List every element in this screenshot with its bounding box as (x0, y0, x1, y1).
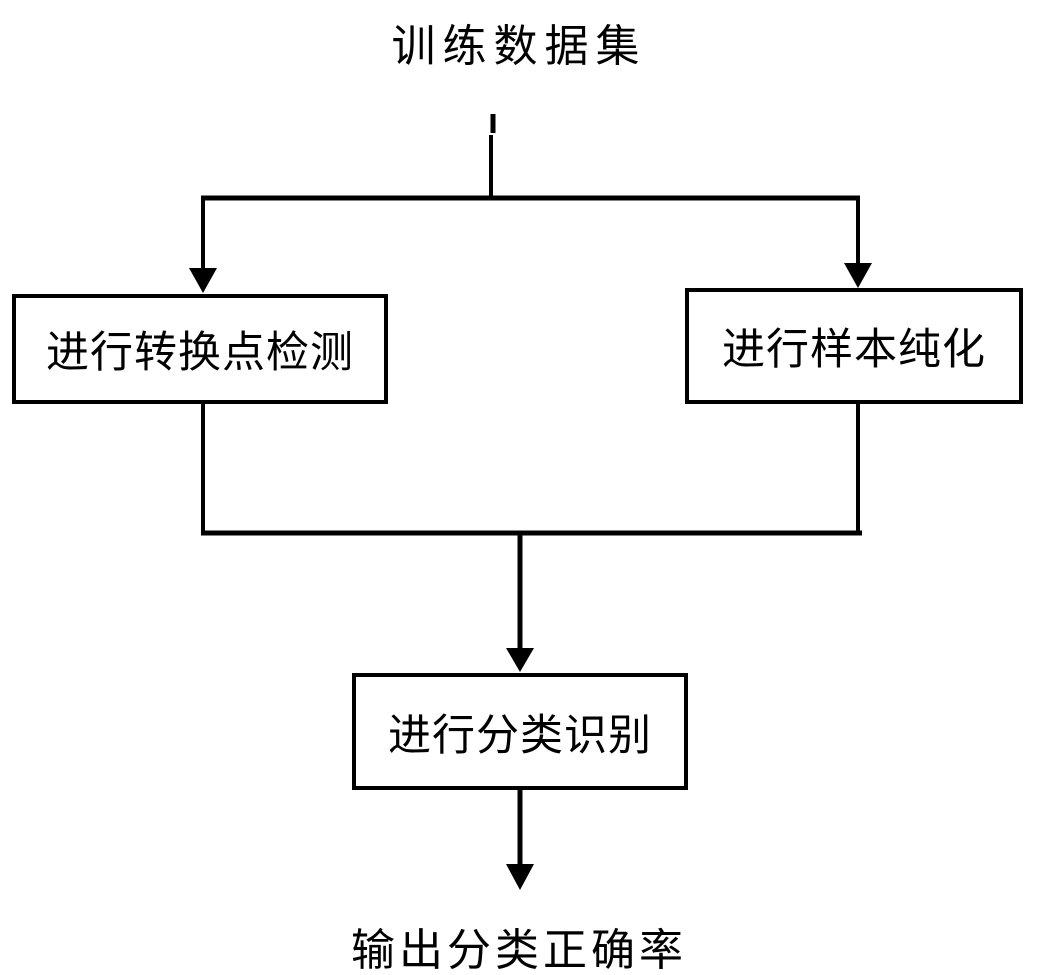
arrowhead-center-down-icon (506, 648, 534, 672)
node-transition-point-detection-label: 进行转换点检测 (46, 328, 354, 378)
node-sample-purification: 进行样本纯化 (685, 288, 1023, 404)
node-transition-point-detection: 进行转换点检测 (12, 294, 388, 404)
arrowhead-output-down-icon (506, 864, 534, 890)
node-classification-recognition: 进行分类识别 (352, 673, 688, 790)
end-node-label: 输出分类正确率 (351, 925, 687, 975)
node-sample-purification-label: 进行样本纯化 (722, 325, 986, 375)
arrowhead-right-branch-icon (844, 263, 872, 288)
node-classification-recognition-label: 进行分类识别 (388, 710, 652, 761)
arrowhead-left-branch-icon (189, 268, 217, 293)
start-node-label: 训练数据集 (391, 21, 647, 72)
